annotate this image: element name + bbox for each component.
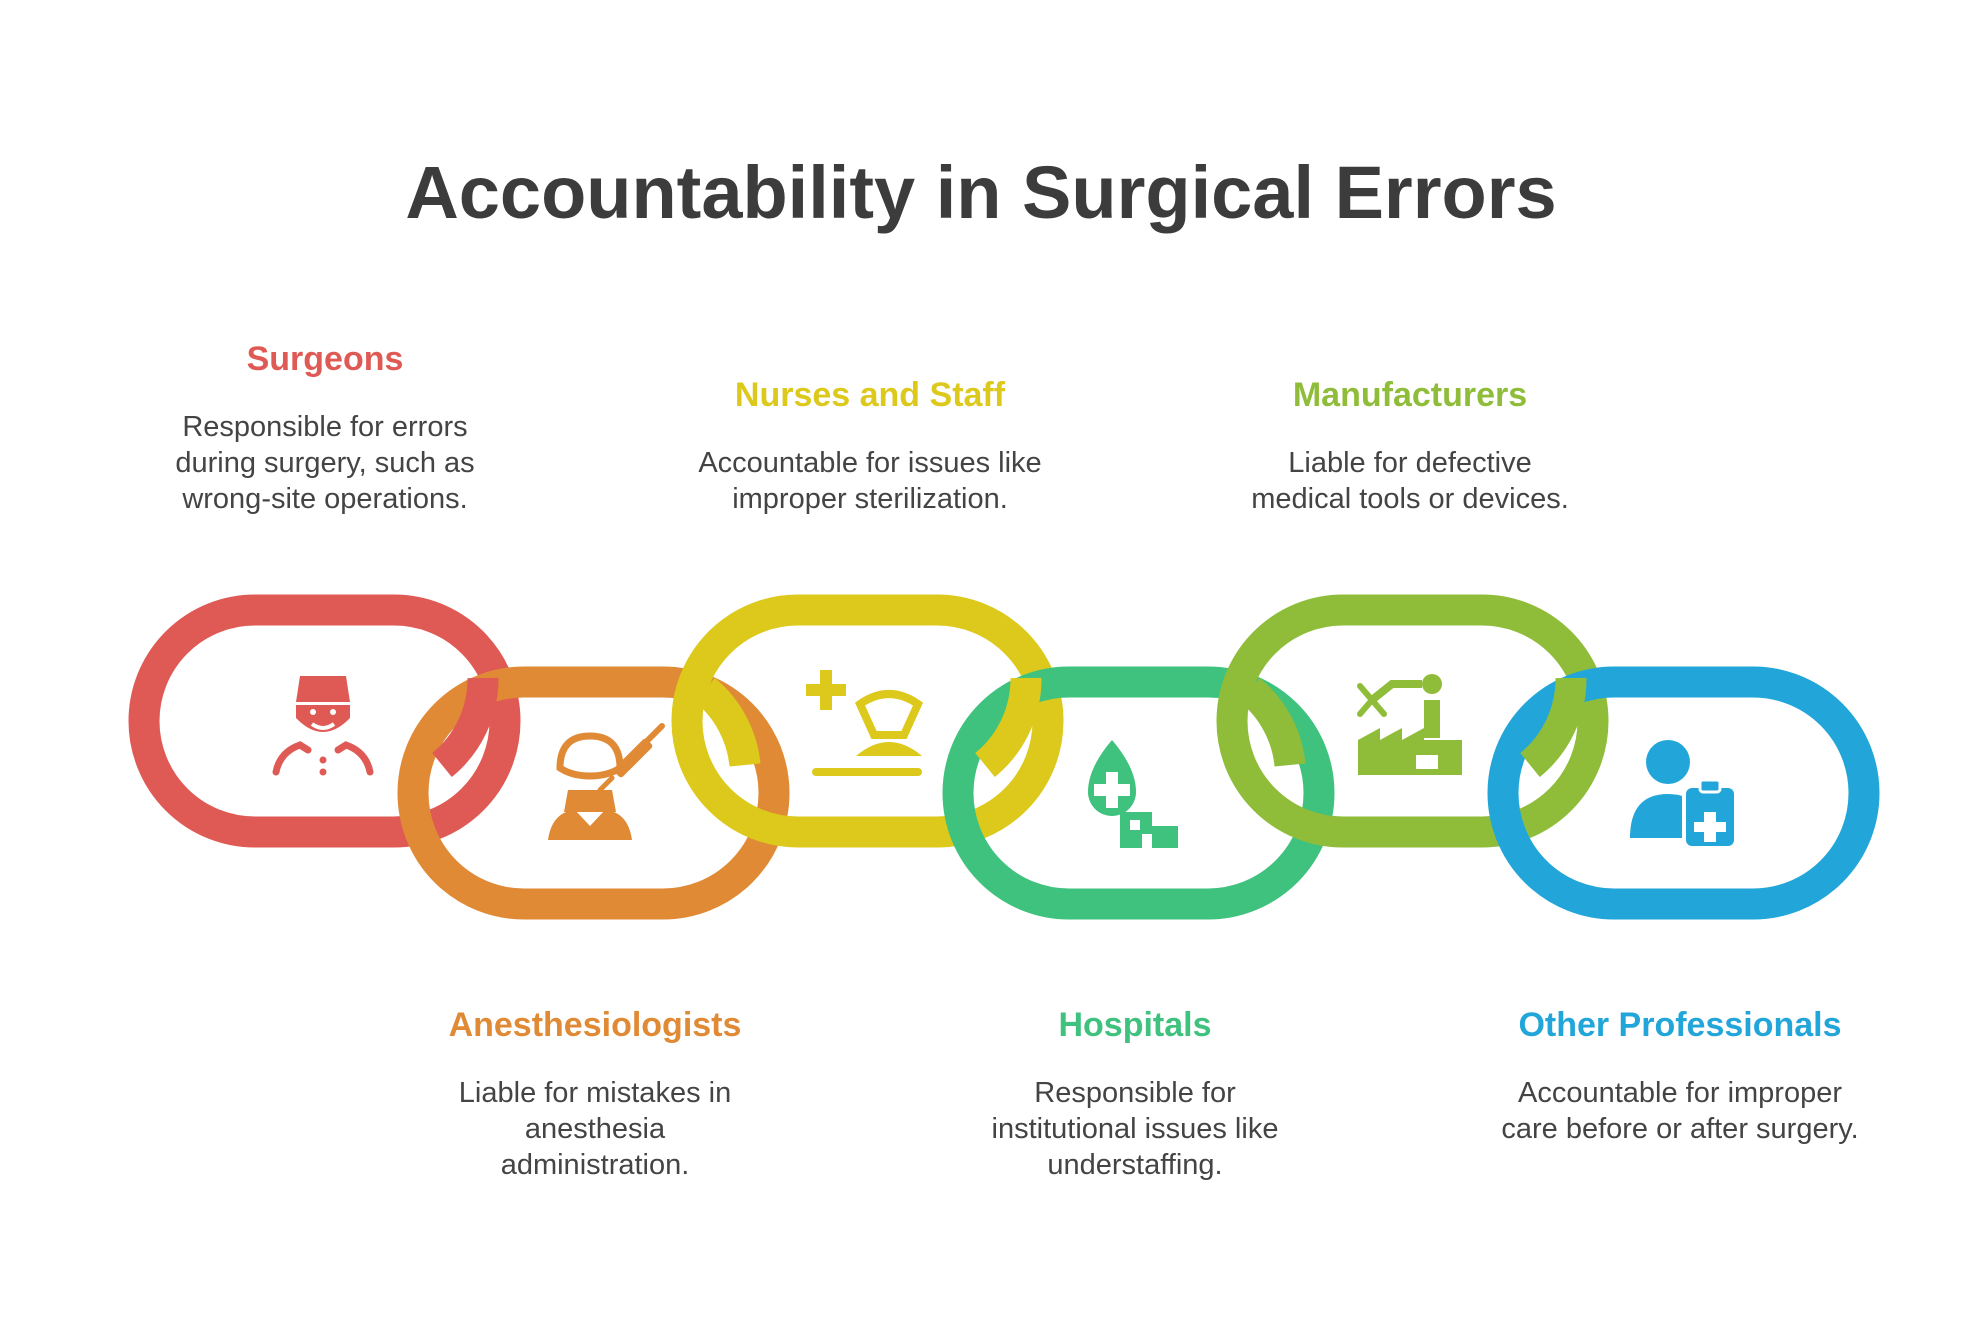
item-description: Liable for mistakes in anesthesia admini… — [458, 1077, 732, 1181]
page-title: Accountability in Surgical Errors — [405, 151, 1557, 234]
anesthesiologist-syringe-icon — [548, 723, 665, 840]
item-description: Accountable for improper care before or … — [1501, 1077, 1859, 1145]
professional-clipboard-icon — [1630, 740, 1738, 850]
chain-link-other-professionals — [1487, 666, 1880, 920]
chain-link-nurses — [671, 594, 1064, 848]
chain-link-manufacturers — [1216, 594, 1609, 848]
surgeon-icon — [272, 676, 374, 776]
item-heading: Other Professionals — [1518, 1006, 1842, 1044]
nurse-icon — [806, 670, 924, 776]
chain-link-hospitals — [942, 666, 1335, 920]
factory-robot-arm-icon — [1357, 674, 1462, 775]
chain-link-anesthesiologists — [397, 666, 790, 920]
item-other-professionals: Other Professionals Accountable for impr… — [1480, 1006, 1880, 1147]
item-description: Liable for defective medical tools or de… — [1251, 447, 1569, 515]
item-nurses-and-staff: Nurses and Staff Accountable for issues … — [660, 376, 1080, 517]
hospital-icon — [1088, 740, 1178, 848]
chain-link-surgeons — [128, 594, 521, 848]
item-description: Responsible for errors during surgery, s… — [175, 411, 475, 515]
item-description: Accountable for issues like improper ste… — [698, 447, 1042, 515]
item-hospitals: Hospitals Responsible for institutional … — [940, 1006, 1330, 1183]
item-heading: Manufacturers — [1292, 376, 1528, 414]
item-heading: Surgeons — [246, 340, 404, 378]
item-manufacturers: Manufacturers Liable for defective medic… — [1200, 376, 1620, 517]
item-description: Responsible for institutional issues lik… — [991, 1077, 1279, 1181]
item-surgeons: Surgeons Responsible for errors during s… — [125, 340, 525, 517]
item-heading: Anesthesiologists — [448, 1006, 742, 1044]
item-heading: Nurses and Staff — [734, 376, 1006, 414]
item-heading: Hospitals — [1058, 1006, 1212, 1044]
item-anesthesiologists: Anesthesiologists Liable for mistakes in… — [400, 1006, 790, 1183]
